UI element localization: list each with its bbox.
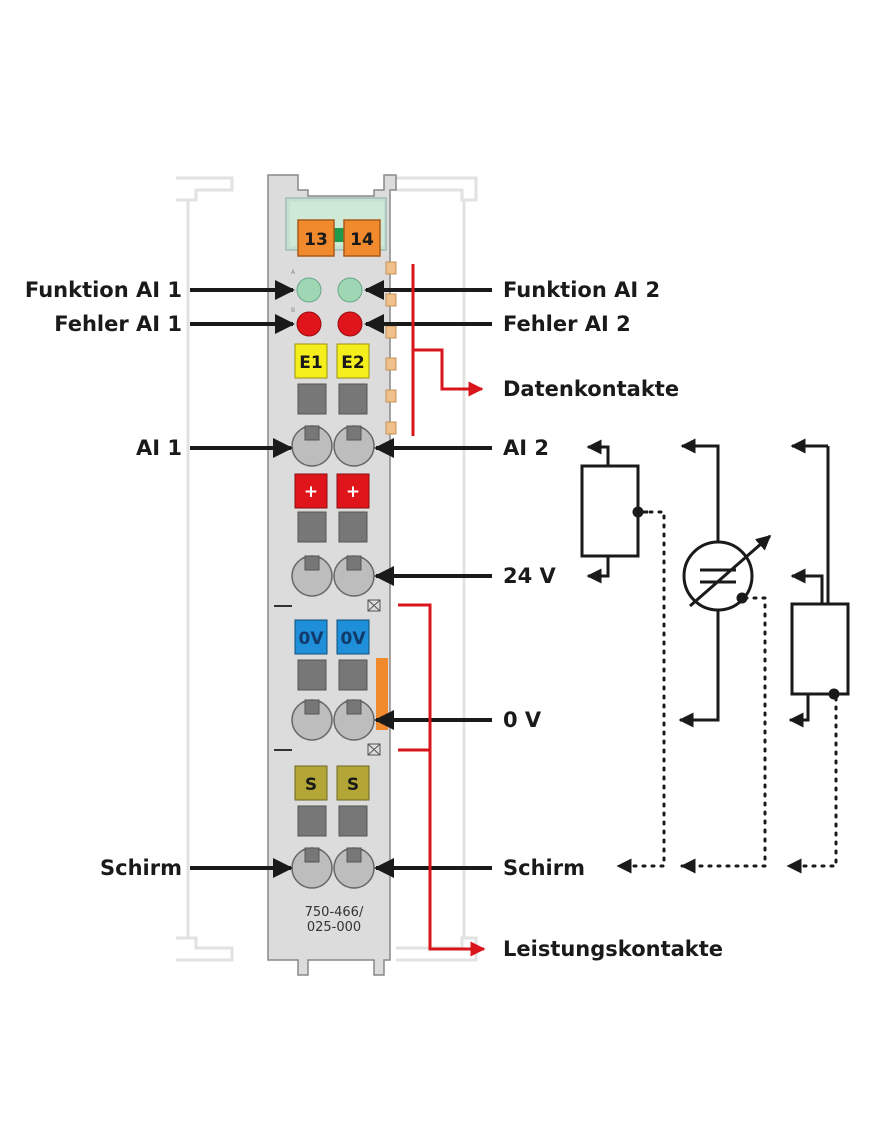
chip-0v-1: 0V <box>294 619 328 655</box>
chip-s-2-label: S <box>347 775 359 795</box>
chip-e2: E2 <box>336 343 370 379</box>
label-schirm-left: Schirm <box>100 856 182 880</box>
push-buttons <box>297 383 368 837</box>
label-schirm-right: Schirm <box>503 856 585 880</box>
label-funktion-ai2: Funktion AI 2 <box>503 278 660 302</box>
chip-plus-1: + <box>294 473 328 509</box>
leistungskontakte-bracket <box>398 603 486 957</box>
part-number-line2: 025-000 <box>307 920 361 935</box>
led-row-label-b: B <box>291 307 295 314</box>
din-rail-outline <box>176 176 478 962</box>
function-led-ai1 <box>296 277 322 303</box>
chip-plus-1-label: + <box>304 482 318 502</box>
connector-13: 13 <box>297 219 335 257</box>
connector-14: 14 <box>343 219 381 257</box>
label-ai2: AI 2 <box>503 436 549 460</box>
label-funktion-ai1: Funktion AI 1 <box>25 278 182 302</box>
pointer-arrows <box>190 280 492 878</box>
connector-13-label: 13 <box>304 230 328 250</box>
chip-plus-2-label: + <box>346 482 360 502</box>
label-leistungskontakte: Leistungskontakte <box>503 937 723 961</box>
part-number-line1: 750-466/ <box>305 905 364 920</box>
chip-s-1-label: S <box>305 775 317 795</box>
error-led-ai1 <box>296 311 322 337</box>
chip-e1: E1 <box>294 343 328 379</box>
label-ai1: AI 1 <box>136 436 182 460</box>
label-datenkontakte: Datenkontakte <box>503 377 679 401</box>
error-led-ai2 <box>337 311 363 337</box>
label-fehler-ai2: Fehler AI 2 <box>503 312 631 336</box>
label-24v: 24 V <box>503 564 557 588</box>
label-0v: 0 V <box>503 708 542 732</box>
chip-0v-1-label: 0V <box>299 629 325 649</box>
sensor-circuit-resistor-1 <box>580 439 666 874</box>
chip-e1-label: E1 <box>299 353 322 373</box>
chip-e2-label: E2 <box>341 353 364 373</box>
datenkontakte-bracket <box>411 264 484 436</box>
connector-14-label: 14 <box>350 230 374 250</box>
chip-0v-2: 0V <box>336 619 370 655</box>
label-fehler-ai1: Fehler AI 1 <box>54 312 182 336</box>
terminal-clamps <box>291 425 375 889</box>
sensor-circuit-resistor-2 <box>786 438 850 874</box>
chip-plus-2: + <box>336 473 370 509</box>
function-led-ai2 <box>337 277 363 303</box>
chip-s-1: S <box>294 765 328 801</box>
sensor-circuit-transducer <box>678 438 772 874</box>
led-row-label-a: A <box>291 269 296 276</box>
chip-s-2: S <box>336 765 370 801</box>
chip-0v-2-label: 0V <box>341 629 367 649</box>
